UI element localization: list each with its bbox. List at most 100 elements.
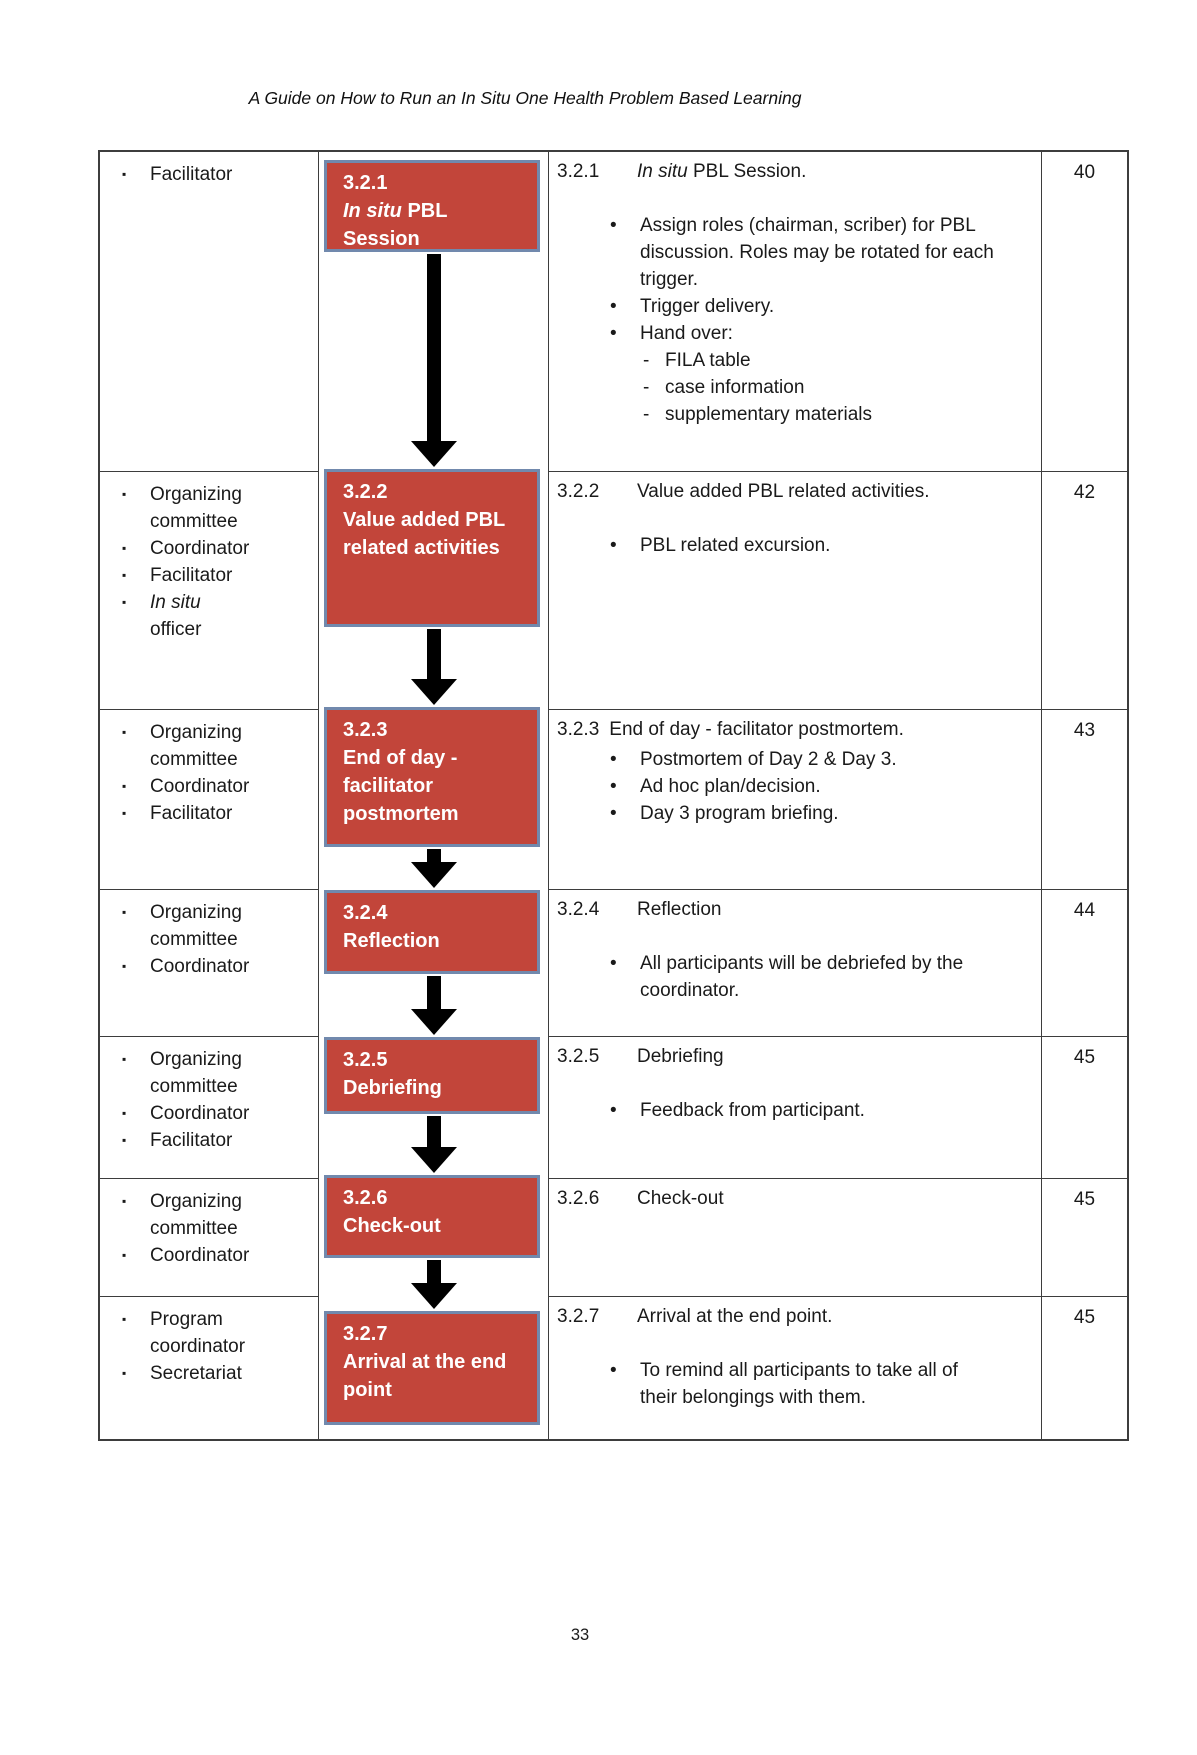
role-item: Organizing committee xyxy=(100,1046,318,1100)
role-item: Coordinator xyxy=(100,773,318,800)
desc-bullet: Postmortem of Day 2 & Day 3. xyxy=(557,746,1012,773)
desc-title-text: Value added PBL related activities. xyxy=(637,481,930,502)
flow-box-3-2-5: 3.2.5 Debriefing xyxy=(324,1037,540,1114)
flow-box-3-2-6: 3.2.6 Check-out xyxy=(324,1175,540,1258)
role-list: Organizing committee Coordinator Facilit… xyxy=(100,1046,318,1154)
desc-bullet-list: All participants will be debriefed by th… xyxy=(557,950,1033,1004)
description-cell: 3.2.2 Value added PBL related activities… xyxy=(549,472,1042,710)
roles-cell: Facilitator xyxy=(100,152,319,472)
page-ref-cell: 44 xyxy=(1042,890,1127,1037)
page-header: A Guide on How to Run an In Situ One Hea… xyxy=(248,88,802,108)
desc-title: 3.2.7 Arrival at the end point. xyxy=(557,1303,1033,1330)
desc-title-text: Check-out xyxy=(637,1188,724,1209)
roles-cell: Organizing committee Coordinator Facilit… xyxy=(100,710,319,890)
flowchart-column: 3.2.1 In situ PBL Session 3.2.2 Value ad… xyxy=(319,152,549,1439)
desc-title: 3.2.4 Reflection xyxy=(557,896,1033,923)
arrow-shaft xyxy=(426,254,441,441)
desc-subitem: supplementary materials xyxy=(557,401,1033,428)
page-ref: 45 xyxy=(1073,1307,1096,1328)
role-list: Organizing committee Coordinator Facilit… xyxy=(100,481,318,643)
roles-cell: Organizing committee Coordinator Facilit… xyxy=(100,472,319,710)
page-ref-cell: 42 xyxy=(1042,472,1127,710)
footer-page-number: 33 xyxy=(570,1626,590,1644)
page-ref: 43 xyxy=(1073,720,1096,741)
roles-cell: Organizing committee Coordinator xyxy=(100,890,319,1037)
flow-box-3-2-3: 3.2.3 End of day - facilitator postmorte… xyxy=(324,707,540,847)
roles-cell: Organizing committee Coordinator xyxy=(100,1179,319,1297)
arrow-down-icon xyxy=(319,1116,548,1173)
desc-title-text: Reflection xyxy=(637,899,722,920)
page-ref-cell: 45 xyxy=(1042,1179,1127,1297)
desc-bullet: Assign roles (chairman, scriber) for PBL… xyxy=(557,212,1012,293)
desc-bullet: All participants will be debriefed by th… xyxy=(557,950,1012,1004)
desc-bullet-list: Feedback from participant. xyxy=(557,1097,1033,1124)
desc-number: 3.2.4 xyxy=(557,899,600,920)
flow-box-label: End of day - facilitator postmortem xyxy=(343,747,459,825)
flow-box-label: Debriefing xyxy=(343,1077,442,1099)
role-list: Program coordinator Secretariat xyxy=(100,1306,318,1387)
flow-box-3-2-2: 3.2.2 Value added PBL related activities xyxy=(324,469,540,627)
arrow-shaft xyxy=(426,629,441,679)
arrow-down-icon xyxy=(319,629,548,705)
arrow-head xyxy=(410,679,457,705)
desc-title: 3.2.2 Value added PBL related activities… xyxy=(557,478,1033,505)
desc-title: 3.2.6 Check-out xyxy=(557,1185,1033,1212)
role-list: Facilitator xyxy=(100,161,318,188)
arrow-shaft xyxy=(426,1260,441,1283)
role-list: Organizing committee Coordinator xyxy=(100,899,318,980)
arrow-head xyxy=(410,441,457,467)
flow-box-label: In situ PBL xyxy=(343,200,448,222)
description-cell: 3.2.6 Check-out xyxy=(549,1179,1042,1297)
desc-bullet: Feedback from participant. xyxy=(557,1097,1012,1124)
page-ref: 45 xyxy=(1073,1047,1096,1068)
role-item: Organizing committee xyxy=(100,1188,318,1242)
desc-bullet-list: Postmortem of Day 2 & Day 3. Ad hoc plan… xyxy=(557,746,1033,827)
desc-number: 3.2.3 xyxy=(557,719,600,740)
role-list: Organizing committee Coordinator xyxy=(100,1188,318,1269)
role-item: Organizing committee xyxy=(100,481,318,535)
role-item: Facilitator xyxy=(100,800,318,827)
flow-box-label: Check-out xyxy=(343,1215,441,1237)
desc-bullet-list: To remind all participants to take all o… xyxy=(557,1357,1033,1411)
desc-title: 3.2.3 End of day - facilitator postmorte… xyxy=(557,716,1033,743)
flow-box-number: 3.2.5 xyxy=(343,1049,388,1071)
role-item: Organizing committee xyxy=(100,899,318,953)
desc-subitem-list: FILA table case information supplementar… xyxy=(557,347,1033,428)
description-cell: 3.2.7 Arrival at the end point. To remin… xyxy=(549,1297,1042,1439)
desc-number: 3.2.2 xyxy=(557,481,600,502)
page-ref-cell: 40 xyxy=(1042,152,1127,472)
role-item: Facilitator xyxy=(100,161,318,188)
flow-box-label: Reflection xyxy=(343,930,440,952)
desc-bullet-list: PBL related excursion. xyxy=(557,532,1033,559)
flow-box-number: 3.2.3 xyxy=(343,719,388,741)
arrow-shaft xyxy=(426,849,441,862)
page-ref-cell: 45 xyxy=(1042,1037,1127,1179)
arrow-head xyxy=(410,1147,457,1173)
desc-subitem: FILA table xyxy=(557,347,1033,374)
desc-title-text: Debriefing xyxy=(637,1046,724,1067)
flow-box-number: 3.2.4 xyxy=(343,902,388,924)
role-item: Coordinator xyxy=(100,953,318,980)
flow-box-3-2-7: 3.2.7 Arrival at the end point xyxy=(324,1311,540,1425)
arrow-down-icon xyxy=(319,976,548,1035)
page-ref-cell: 43 xyxy=(1042,710,1127,890)
desc-title: 3.2.5 Debriefing xyxy=(557,1043,1033,1070)
arrow-shaft xyxy=(426,976,441,1009)
role-item: Secretariat xyxy=(100,1360,318,1387)
arrow-down-icon xyxy=(319,254,548,467)
desc-number: 3.2.7 xyxy=(557,1306,600,1327)
arrow-head xyxy=(410,1009,457,1035)
page-ref: 40 xyxy=(1073,162,1096,183)
flow-box-number: 3.2.1 xyxy=(343,172,388,194)
page-ref: 42 xyxy=(1073,482,1096,503)
desc-title-text: Arrival at the end point. xyxy=(637,1306,833,1327)
desc-bullet: To remind all participants to take all o… xyxy=(557,1357,1012,1411)
flow-box-3-2-4: 3.2.4 Reflection xyxy=(324,890,540,974)
desc-subitem: case information xyxy=(557,374,1033,401)
role-item: Coordinator xyxy=(100,1100,318,1127)
page-ref: 44 xyxy=(1073,900,1096,921)
roles-cell: Organizing committee Coordinator Facilit… xyxy=(100,1037,319,1179)
role-item: Facilitator xyxy=(100,562,318,589)
flow-box-label: Arrival at the end point xyxy=(343,1351,507,1401)
